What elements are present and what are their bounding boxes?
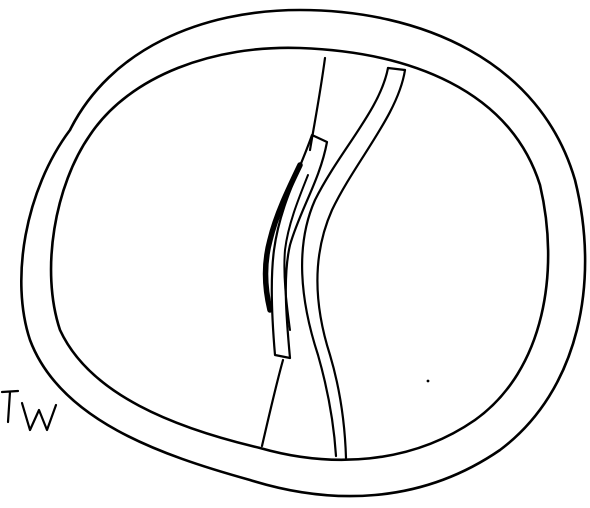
left-stem-line	[262, 58, 325, 446]
outer-ring-inner-edge	[51, 48, 548, 460]
band-right-stroke	[318, 70, 406, 458]
band-top-cap	[388, 68, 405, 70]
folded-strip-thick-edge	[266, 165, 301, 310]
handwritten-initials	[2, 391, 56, 430]
ink-dot	[427, 380, 430, 383]
